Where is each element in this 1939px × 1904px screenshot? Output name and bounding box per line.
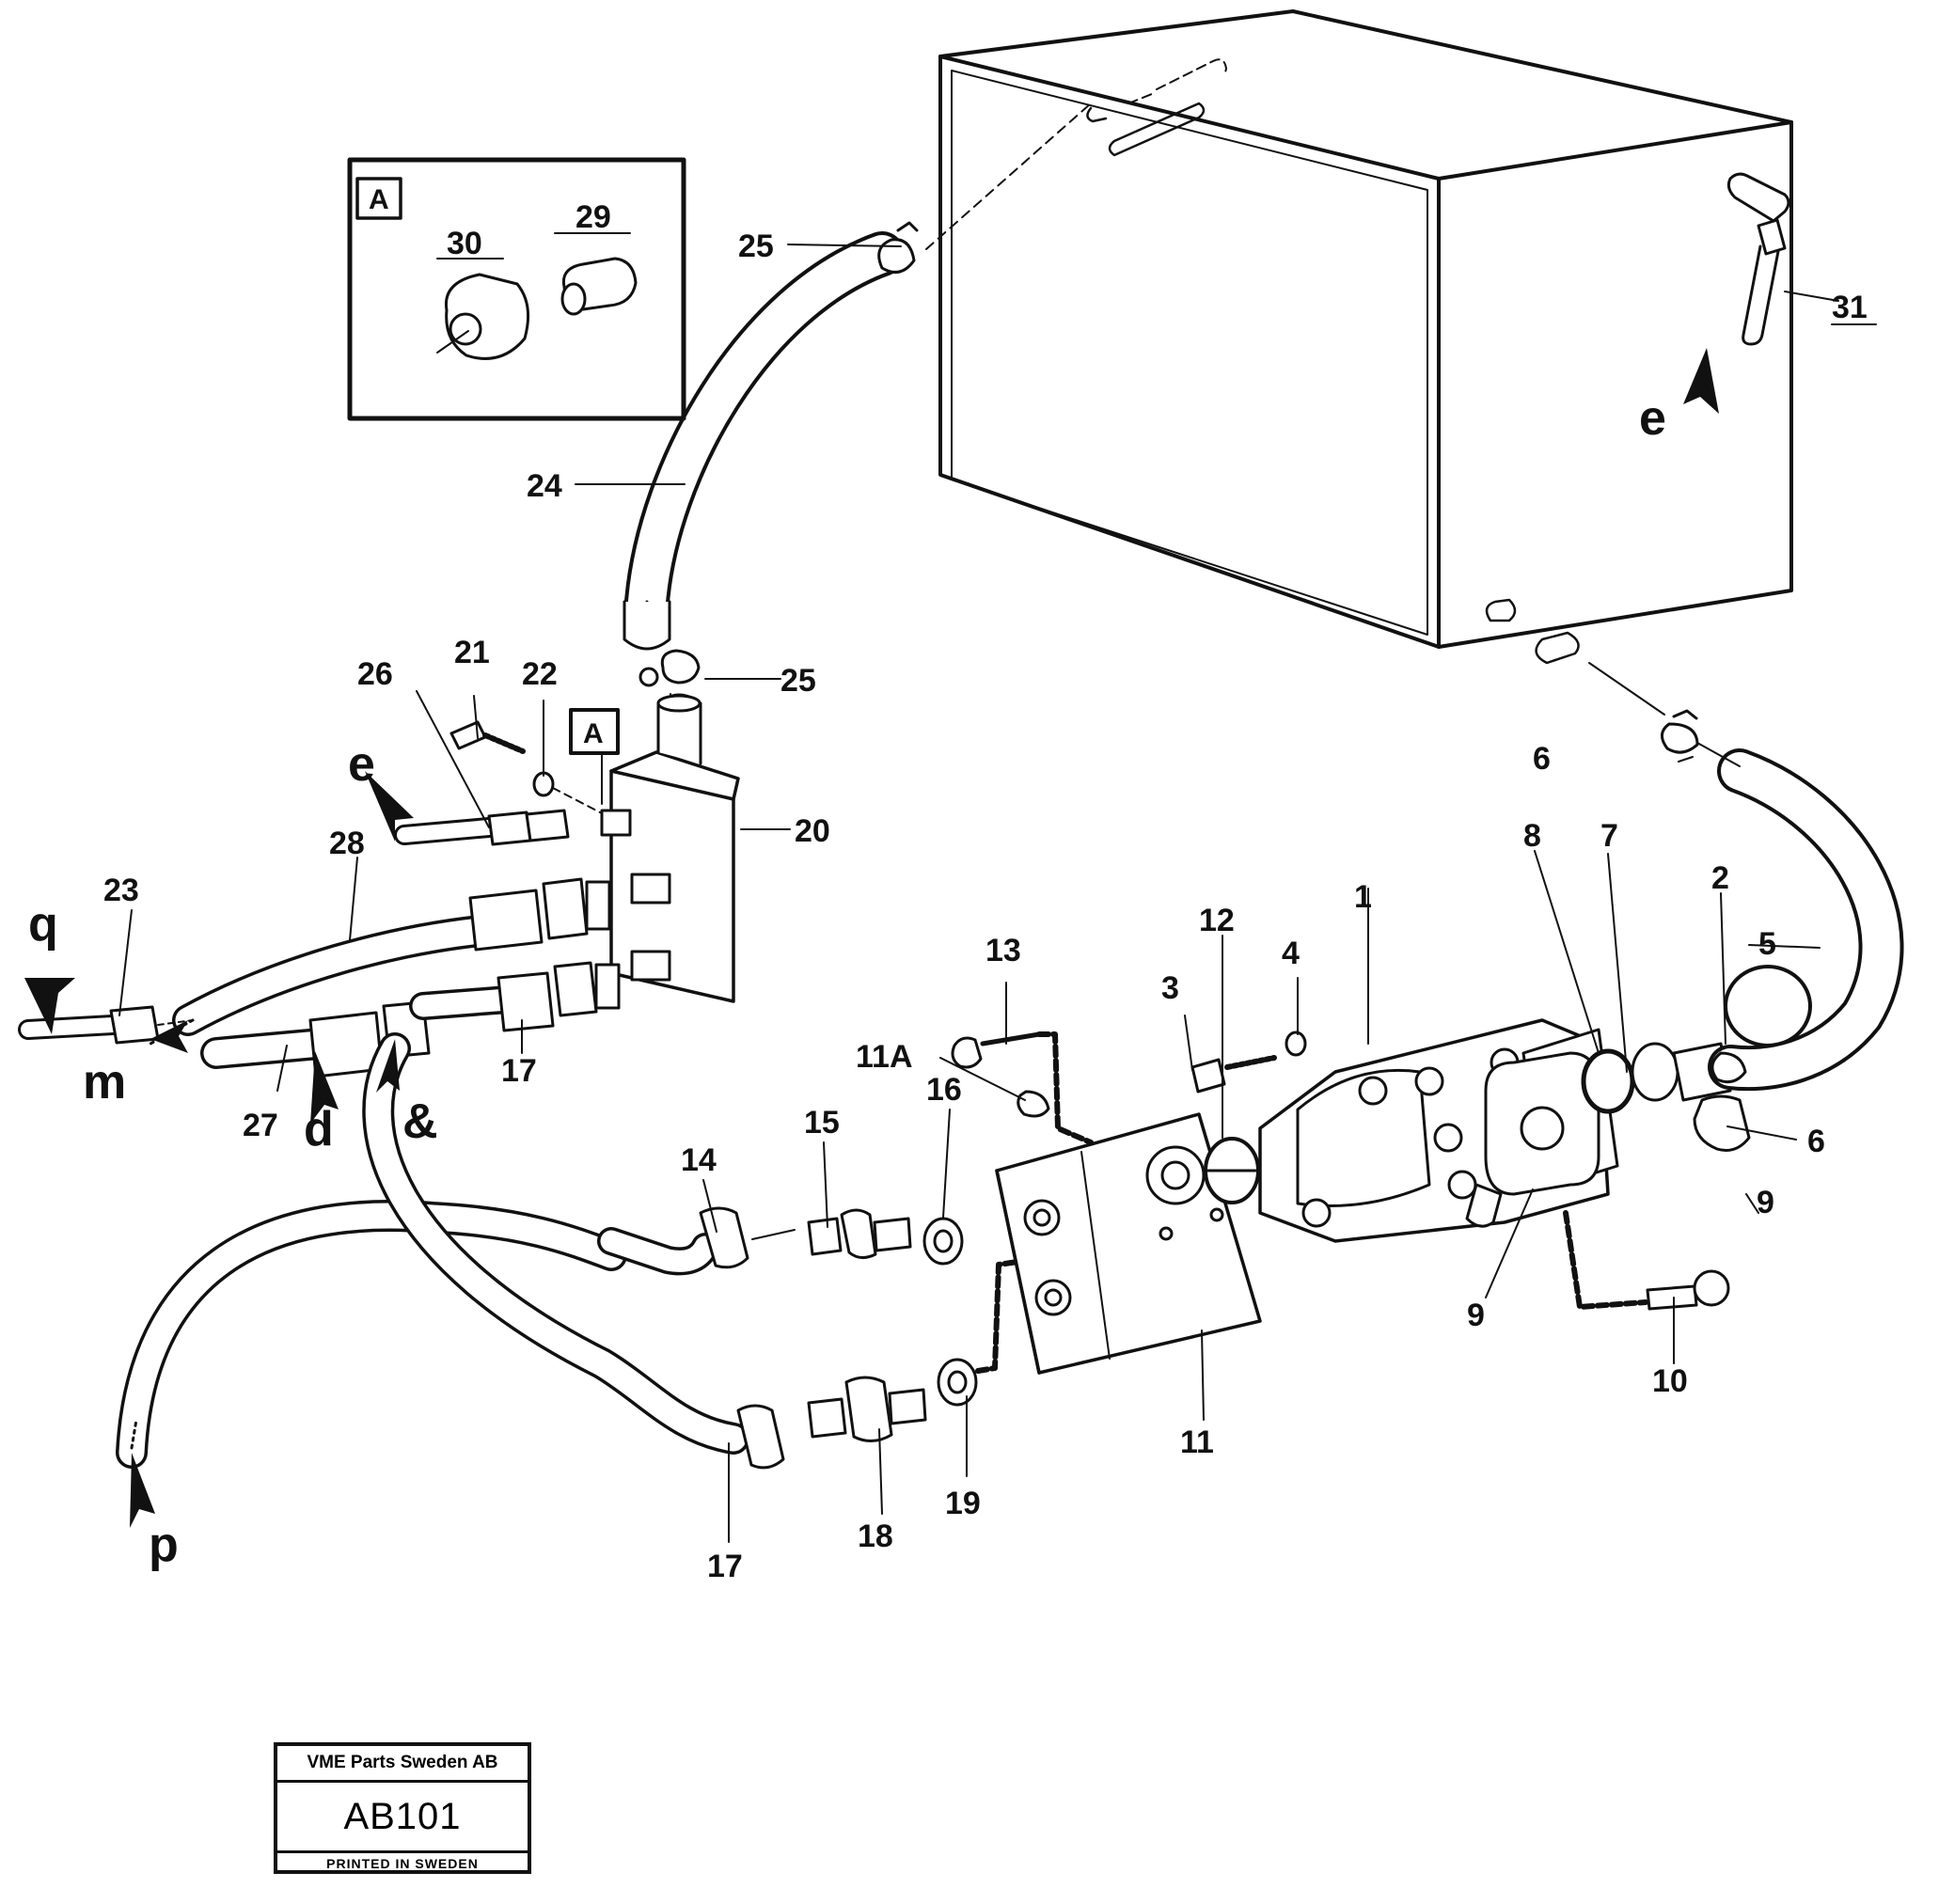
label-17-lower: 17 (707, 1549, 743, 1584)
connection-arrows (24, 348, 1719, 1528)
detail-ref-label: A (583, 718, 604, 749)
suction-hose (623, 102, 1092, 725)
label-4: 4 (1282, 936, 1300, 971)
leader-lines (118, 244, 1877, 1543)
connection-p: p (149, 1518, 179, 1572)
label-21: 21 (454, 635, 490, 670)
label-15: 15 (804, 1105, 840, 1141)
detail-box-a (347, 157, 686, 421)
diagram-code: AB101 (343, 1796, 462, 1837)
label-18: 18 (858, 1518, 893, 1554)
breather-pipe (1726, 172, 1839, 346)
hydraulic-lines-left (18, 809, 621, 1078)
label-9-right: 9 (1757, 1185, 1774, 1220)
label-11a: 11A (856, 1039, 913, 1075)
label-8: 8 (1523, 818, 1541, 854)
fittings (807, 1208, 1020, 1442)
label-28: 28 (329, 826, 365, 861)
connection-e-left: e (348, 737, 375, 792)
label-27: 27 (243, 1108, 278, 1143)
label-6-upper: 6 (1533, 741, 1551, 777)
suction-connection (1465, 662, 1904, 1311)
label-14: 14 (681, 1142, 717, 1178)
dotted-arrow-lines (130, 1018, 195, 1450)
label-5: 5 (1758, 926, 1776, 962)
label-6-lower: 6 (1807, 1124, 1825, 1159)
valve-block (951, 1031, 1262, 1375)
connection-d: d (304, 1102, 334, 1157)
label-20: 20 (795, 813, 830, 849)
label-23: 23 (103, 873, 139, 908)
label-19: 19 (945, 1486, 981, 1521)
title-block: VME Parts Sweden AB AB101 PRINTED IN SWE… (274, 1742, 531, 1874)
label-1: 1 (1354, 879, 1372, 915)
label-13: 13 (985, 933, 1021, 968)
company-name: VME Parts Sweden AB (277, 1746, 528, 1783)
label-25-upper: 25 (738, 228, 774, 264)
label-31: 31 (1832, 290, 1868, 325)
label-26: 26 (357, 656, 393, 692)
manifold-block (449, 693, 740, 1003)
label-2: 2 (1711, 860, 1729, 896)
label-29: 29 (575, 199, 611, 235)
label-24: 24 (527, 468, 562, 504)
connection-q: q (28, 897, 58, 952)
printed-note: PRINTED IN SWEDEN (277, 1850, 528, 1876)
label-10: 10 (1652, 1363, 1688, 1399)
label-12: 12 (1199, 903, 1235, 938)
label-30: 30 (447, 226, 482, 261)
label-3: 3 (1161, 970, 1179, 1006)
connection-m: m (83, 1055, 126, 1109)
label-17-upper: 17 (501, 1053, 537, 1089)
label-25-lower: 25 (780, 663, 816, 699)
detail-ref-box (569, 708, 620, 755)
hydraulic-tank (938, 9, 1793, 665)
part-labels: 1 2 3 4 5 6 6 7 8 9 9 10 11 11A 12 13 14… (28, 184, 1868, 1584)
label-22: 22 (522, 656, 558, 692)
connection-e-tank: e (1639, 391, 1666, 446)
label-16: 16 (926, 1072, 962, 1108)
connection-amp: & (402, 1094, 438, 1149)
pressure-hoses (116, 1032, 796, 1470)
label-11: 11 (1180, 1424, 1214, 1460)
label-9-left: 9 (1467, 1298, 1485, 1333)
label-7: 7 (1600, 818, 1618, 854)
detail-box-label: A (369, 184, 389, 215)
